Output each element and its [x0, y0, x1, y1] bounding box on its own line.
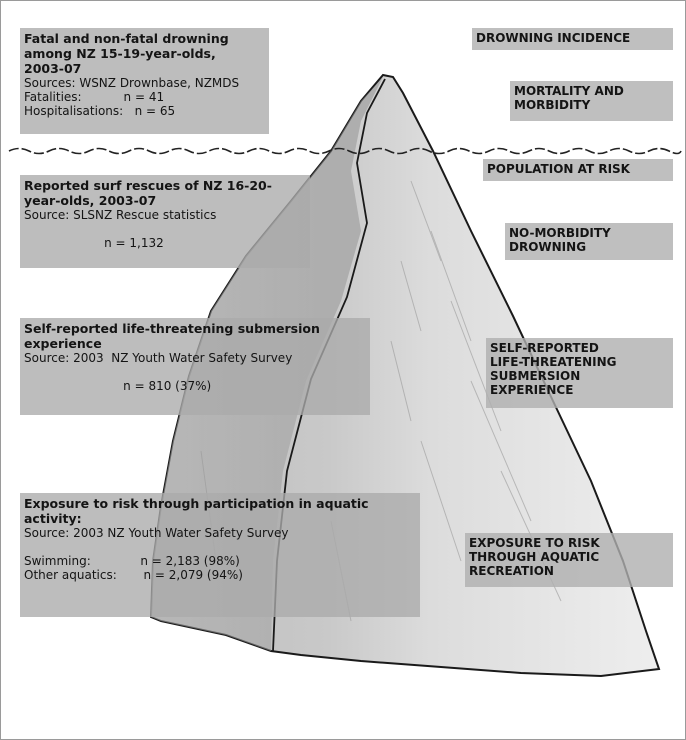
tag-drowning-incidence: DROWNING INCIDENCE	[472, 28, 673, 50]
panel-submersion: Self-reported life-threatening submersio…	[20, 318, 370, 415]
tag-line: EXPERIENCE	[490, 383, 669, 397]
tag-line: DROWNING INCIDENCE	[476, 31, 669, 45]
panel-title: Self-reported life-threatening submersio…	[24, 321, 366, 336]
tag-no-morbidity-drowning: NO-MORBIDITY DROWNING	[505, 223, 673, 260]
panel-stat-hospitalisations: Hospitalisations: n = 65	[24, 104, 265, 118]
panel-stat-count: n = 810 (37%)	[24, 379, 366, 393]
panel-title: Fatal and non-fatal drowning	[24, 31, 265, 46]
tag-line: SUBMERSION	[490, 369, 669, 383]
panel-blank	[24, 365, 366, 379]
tag-line: SELF-REPORTED	[490, 341, 669, 355]
tag-line: EXPOSURE TO RISK	[469, 536, 669, 550]
panel-title: year-olds, 2003-07	[24, 193, 306, 208]
panel-title: Reported surf rescues of NZ 16-20-	[24, 178, 306, 193]
panel-exposure: Exposure to risk through participation i…	[20, 493, 420, 617]
panel-source: Sources: WSNZ Drownbase, NZMDS	[24, 76, 265, 90]
tag-line: NO-MORBIDITY	[509, 226, 669, 240]
panel-surf-rescues: Reported surf rescues of NZ 16-20- year-…	[20, 175, 310, 268]
panel-blank	[24, 222, 306, 236]
tag-line: RECREATION	[469, 564, 669, 578]
panel-fatal-drowning: Fatal and non-fatal drowning among NZ 15…	[20, 28, 269, 134]
tag-mortality-morbidity: MORTALITY AND MORBIDITY	[510, 81, 673, 121]
panel-stat-other-aquatics: Other aquatics: n = 2,079 (94%)	[24, 568, 416, 582]
tag-line: LIFE-THREATENING	[490, 355, 669, 369]
panel-stat-swimming: Swimming: n = 2,183 (98%)	[24, 554, 416, 568]
panel-source: Source: 2003 NZ Youth Water Safety Surve…	[24, 526, 416, 540]
tag-line: THROUGH AQUATIC	[469, 550, 669, 564]
tag-line: MORTALITY AND	[514, 84, 669, 98]
tag-line: POPULATION AT RISK	[487, 162, 669, 176]
tag-line: MORBIDITY	[514, 98, 669, 112]
panel-title: 2003-07	[24, 61, 265, 76]
panel-title: activity:	[24, 511, 416, 526]
panel-title: Exposure to risk through participation i…	[24, 496, 416, 511]
tag-line: DROWNING	[509, 240, 669, 254]
tag-population-at-risk: POPULATION AT RISK	[483, 159, 673, 181]
panel-stat-fatalities: Fatalities: n = 41	[24, 90, 265, 104]
panel-blank	[24, 540, 416, 554]
tag-exposure-aquatic-recreation: EXPOSURE TO RISK THROUGH AQUATIC RECREAT…	[465, 533, 673, 587]
panel-title: experience	[24, 336, 366, 351]
panel-title: among NZ 15-19-year-olds,	[24, 46, 265, 61]
tag-self-reported-submersion: SELF-REPORTED LIFE-THREATENING SUBMERSIO…	[486, 338, 673, 408]
panel-stat-count: n = 1,132	[24, 236, 306, 250]
panel-source: Source: 2003 NZ Youth Water Safety Surve…	[24, 351, 366, 365]
panel-source: Source: SLSNZ Rescue statistics	[24, 208, 306, 222]
